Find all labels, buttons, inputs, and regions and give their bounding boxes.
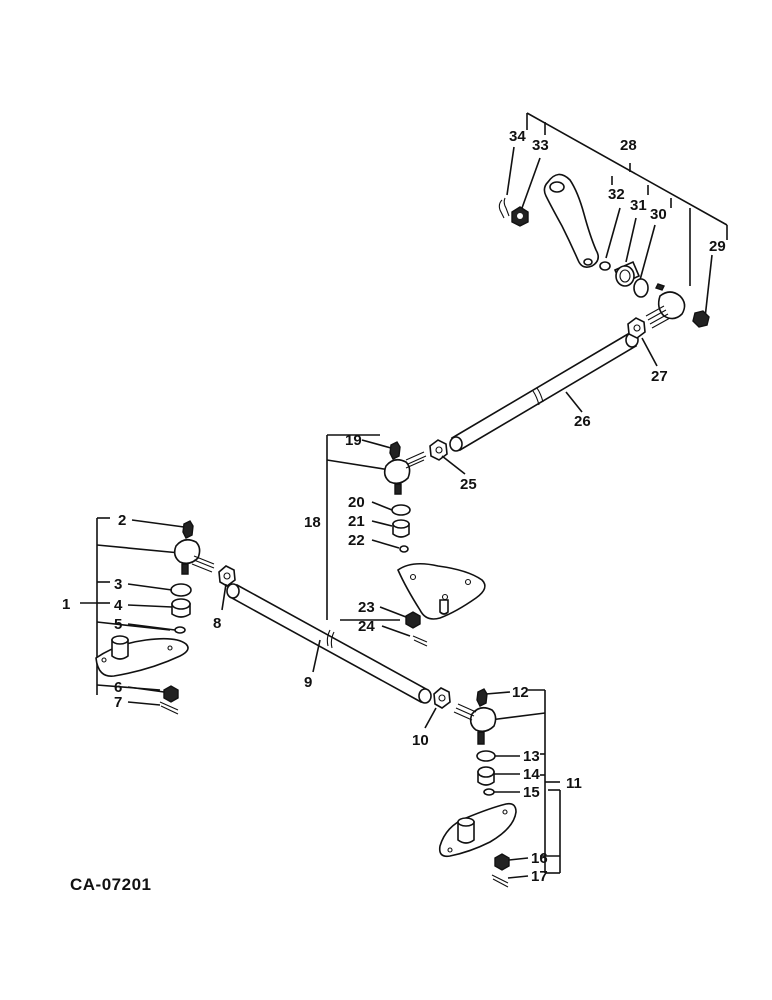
label-34: 34	[509, 128, 526, 145]
label-25: 25	[460, 476, 477, 493]
label-7: 7	[114, 694, 122, 711]
bushing-14	[477, 766, 495, 786]
label-16: 16	[531, 850, 548, 867]
label-4: 4	[114, 597, 123, 614]
label-33: 33	[532, 137, 549, 154]
label-30: 30	[650, 206, 667, 223]
ring-22	[399, 545, 409, 553]
grease-fitting-19	[389, 441, 401, 460]
nut-6	[163, 685, 179, 703]
label-22: 22	[348, 532, 365, 549]
pitman-arm	[543, 173, 600, 268]
bushing-4	[171, 598, 191, 618]
label-8: 8	[213, 615, 221, 632]
grease-fitting-12	[476, 688, 488, 707]
bushing-31	[613, 260, 641, 287]
ring-13	[476, 750, 496, 762]
label-13: 13	[523, 748, 540, 765]
label-17: 17	[531, 868, 548, 885]
nut-8	[218, 565, 236, 587]
ball-joint-18	[383, 451, 427, 495]
pitman-arm-assembly	[498, 112, 728, 329]
label-20: 20	[348, 494, 365, 511]
label-31: 31	[630, 197, 647, 214]
middle-ball-joint-assembly	[326, 434, 486, 647]
cotter-pin-17	[491, 874, 509, 888]
label-9: 9	[304, 674, 312, 691]
nut-27	[627, 317, 646, 339]
ring-3	[170, 583, 192, 597]
nut-16	[494, 853, 510, 871]
leader-lines	[127, 337, 658, 879]
label-15: 15	[523, 784, 540, 801]
part-number-labels: 1 2 3 4 5 6 7 8 9 10 11 12 13 14 15 16 1…	[62, 128, 726, 894]
steering-arm-bracket-middle	[397, 562, 486, 620]
label-5: 5	[114, 616, 122, 633]
label-29: 29	[709, 238, 726, 255]
label-27: 27	[651, 368, 668, 385]
nut-10	[433, 687, 451, 709]
label-12: 12	[512, 684, 529, 701]
ball-joint-1	[173, 538, 215, 575]
label-28: 28	[620, 137, 637, 154]
label-2: 2	[118, 512, 126, 529]
ring-15	[483, 788, 495, 796]
label-11: 11	[566, 775, 582, 792]
steering-arm-bracket-right	[438, 802, 517, 858]
label-18: 18	[304, 514, 321, 531]
cotter-pin-34	[498, 197, 510, 219]
ring-20	[391, 504, 411, 516]
label-23: 23	[358, 599, 375, 616]
label-3: 3	[114, 576, 122, 593]
label-32: 32	[608, 186, 625, 203]
label-10: 10	[412, 732, 429, 749]
label-6: 6	[114, 679, 122, 696]
bushing-21	[392, 519, 410, 538]
grease-fitting-2	[182, 520, 194, 539]
nut-25	[429, 439, 448, 461]
label-19: 19	[345, 432, 362, 449]
tie-rod-tube-9	[226, 583, 432, 704]
ring-32	[599, 261, 611, 271]
drawing-code: CA-07201	[70, 875, 152, 894]
nut-23	[405, 611, 421, 629]
drag-link-tube-26	[449, 332, 639, 452]
label-14: 14	[523, 766, 540, 783]
ring-30	[633, 278, 649, 298]
ball-joint-29	[645, 283, 710, 329]
label-21: 21	[348, 513, 365, 530]
cotter-pin-24	[412, 635, 428, 647]
steering-arm-bracket-left	[95, 635, 189, 677]
nut-33	[511, 206, 529, 227]
label-1: 1	[62, 596, 70, 613]
ball-joint-11	[453, 703, 497, 745]
cotter-pin-7	[159, 701, 179, 715]
left-ball-joint-assembly	[80, 517, 215, 715]
ring-5	[174, 626, 186, 634]
label-26: 26	[574, 413, 591, 430]
label-24: 24	[358, 618, 375, 635]
